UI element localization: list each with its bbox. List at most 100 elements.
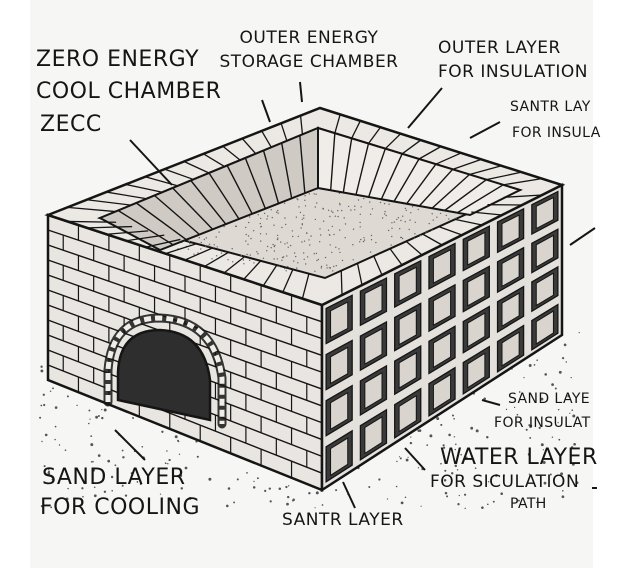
pointer-sand-right: [482, 400, 500, 405]
floor-speck: [335, 247, 336, 248]
floor-speck: [325, 257, 326, 258]
floor-speck: [391, 222, 392, 223]
floor-speck: [284, 217, 285, 218]
floor-speck: [316, 202, 317, 203]
floor-speck: [326, 267, 327, 268]
floor-speck: [204, 239, 205, 240]
floor-speck: [375, 242, 376, 243]
floor-speck: [205, 246, 206, 247]
sand-speck: [88, 410, 90, 412]
floor-speck: [304, 200, 305, 201]
sand-speck: [426, 444, 428, 446]
floor-speck: [360, 214, 361, 215]
sand-speck: [464, 494, 466, 496]
floor-speck: [260, 218, 261, 219]
floor-speck: [330, 244, 331, 245]
sand-speck: [459, 495, 460, 496]
floor-speck: [296, 267, 297, 268]
rim-joint: [68, 221, 117, 222]
floor-speck: [348, 206, 349, 207]
pointer-storage-a: [262, 100, 270, 122]
floor-speck: [302, 219, 303, 220]
floor-speck: [326, 265, 327, 266]
sand-speck: [104, 491, 106, 493]
floor-speck: [264, 213, 265, 214]
floor-speck: [292, 236, 293, 237]
sand-speck: [122, 450, 124, 452]
sand-speck: [569, 413, 570, 414]
sand-speck: [465, 508, 466, 509]
sand-speck: [55, 426, 57, 428]
floor-speck: [287, 266, 288, 267]
floor-speck: [337, 216, 338, 217]
floor-speck: [260, 240, 261, 241]
floor-speck: [414, 233, 415, 234]
sand-speck: [396, 486, 398, 488]
sand-speck: [76, 405, 77, 406]
sand-speck: [558, 439, 560, 441]
sand-speck: [43, 394, 45, 396]
sand-speck: [253, 486, 256, 489]
sand-speck: [43, 404, 45, 406]
sand-speck: [486, 436, 488, 438]
floor-speck: [298, 236, 299, 237]
sand-speck: [45, 434, 48, 437]
floor-speck: [391, 228, 392, 229]
floor-speck: [399, 228, 400, 229]
floor-speck: [303, 252, 304, 253]
sand-speck: [91, 461, 92, 462]
sand-speck: [446, 495, 448, 497]
floor-speck: [284, 203, 285, 204]
sand-speck: [457, 503, 459, 505]
floor-speck: [285, 224, 286, 225]
sand-speck: [257, 477, 259, 479]
floor-speck: [371, 235, 372, 236]
floor-speck: [303, 215, 304, 216]
floor-speck: [300, 227, 301, 228]
sand-speck: [98, 415, 100, 417]
floor-speck: [253, 230, 254, 231]
floor-speck: [320, 234, 321, 235]
sand-speck: [59, 444, 60, 445]
water-label-line2: FOR SICULATION: [430, 474, 579, 492]
sand-speck: [544, 373, 547, 376]
sand-speck: [67, 395, 69, 397]
floor-speck: [266, 218, 267, 219]
floor-speck: [432, 213, 433, 214]
sand-speck: [141, 446, 143, 448]
floor-speck: [309, 193, 310, 194]
floor-speck: [257, 253, 258, 254]
sand-speck: [401, 502, 404, 505]
sand-speck: [237, 478, 239, 480]
sand-speck: [65, 449, 67, 451]
floor-speck: [400, 220, 401, 221]
floor-speck: [339, 252, 340, 253]
sand-speck: [41, 441, 42, 442]
sand-speck: [270, 500, 272, 502]
floor-speck: [308, 239, 309, 240]
floor-speck: [303, 217, 304, 218]
sand-speck: [571, 409, 573, 411]
sand-speck: [418, 467, 419, 468]
sand-speck: [228, 487, 231, 490]
floor-speck: [319, 228, 320, 229]
floor-speck: [297, 199, 298, 200]
sand-speck: [168, 459, 170, 461]
sand-speck: [246, 472, 248, 474]
floor-speck: [217, 246, 218, 247]
floor-speck: [287, 242, 288, 243]
floor-speck: [331, 252, 332, 253]
floor-speck: [305, 205, 306, 206]
floor-speck: [283, 256, 284, 257]
sand-speck: [52, 387, 54, 389]
floor-speck: [353, 229, 354, 230]
floor-speck: [342, 260, 343, 261]
sand-right-label-line2: FOR INSULAT: [494, 416, 591, 431]
sand-speck: [476, 429, 479, 432]
floor-speck: [310, 235, 311, 236]
pointer-storage-b: [300, 82, 302, 102]
floor-speck: [433, 219, 434, 220]
floor-speck: [271, 209, 272, 210]
floor-speck: [339, 203, 340, 204]
floor-speck: [188, 249, 189, 250]
